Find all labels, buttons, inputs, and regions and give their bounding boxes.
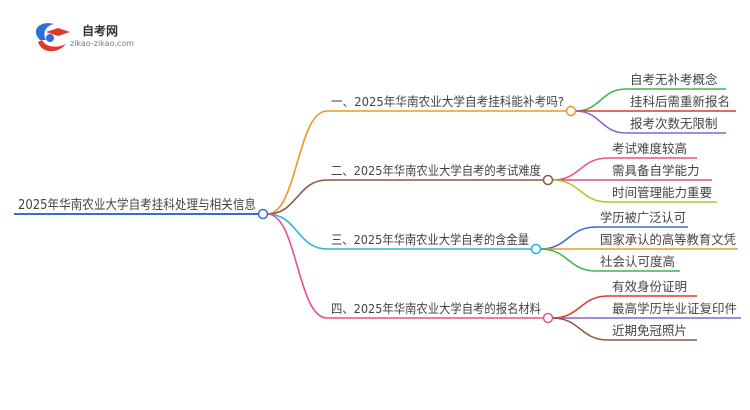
site-logo[interactable]: 自考网 zikao-zikao.com <box>35 23 134 52</box>
connector-branch-2-leaf-1 <box>552 157 609 181</box>
connector-root-branch-1 <box>267 110 328 215</box>
connector-branch-1-leaf-3 <box>575 110 627 134</box>
logo-cap <box>46 28 70 36</box>
connector-branch-3-leaf-1 <box>540 226 597 250</box>
leaf-node-3-2[interactable]: 国家承认的高等教育文凭 <box>596 232 738 250</box>
graduation-cap-icon <box>35 23 70 52</box>
branch-toggle-3[interactable] <box>530 243 542 255</box>
root-collapse-toggle[interactable] <box>257 208 269 220</box>
branch-label-4: 四、2025年华南农业大学自考的报名材料 <box>331 301 541 316</box>
leaf-label-4-2: 最高学历毕业证复印件 <box>612 301 737 316</box>
leaf-label-2-1: 考试难度较高 <box>612 141 687 156</box>
branch-toggle-4[interactable] <box>542 312 554 324</box>
branch-node-1[interactable]: 一、2025年华南农业大学自考挂科能补考吗? <box>327 94 577 117</box>
branch-node-2[interactable]: 二、2025年华南农业大学自考的考试难度 <box>327 163 554 186</box>
leaf-label-3-2: 国家承认的高等教育文凭 <box>600 232 736 247</box>
leaf-node-1-3[interactable]: 报考次数无限制 <box>626 116 726 134</box>
leaf-label-4-3: 近期免冠照片 <box>612 323 687 338</box>
leaf-node-2-3[interactable]: 时间管理能力重要 <box>608 185 717 203</box>
leaf-label-2-3: 时间管理能力重要 <box>612 185 712 200</box>
leaf-node-2-2[interactable]: 需具备自学能力 <box>608 163 712 181</box>
root-node[interactable]: 2025年华南农业大学自考挂科处理与相关信息 <box>14 197 269 220</box>
logo-dot <box>46 34 54 42</box>
leaf-node-3-1[interactable]: 学历被广泛认可 <box>596 210 688 228</box>
logo-swoosh-blue <box>35 23 54 40</box>
connector-branch-4-leaf-3 <box>552 317 609 341</box>
leaf-label-1-3: 报考次数无限制 <box>630 116 718 131</box>
leaf-node-1-2[interactable]: 挂科后需重新报名 <box>626 94 736 112</box>
branch-label-3: 三、2025年华南农业大学自考的含金量 <box>331 232 529 247</box>
leaf-node-4-1[interactable]: 有效身份证明 <box>608 279 697 297</box>
connector-branch-4-leaf-1 <box>552 295 609 319</box>
branch-node-4[interactable]: 四、2025年华南农业大学自考的报名材料 <box>327 301 554 324</box>
connector-layer <box>267 88 627 341</box>
connector-root-branch-2 <box>267 179 328 215</box>
logo-swoosh-red <box>38 40 66 52</box>
leaf-label-1-2: 挂科后需重新报名 <box>630 94 730 109</box>
connector-branch-1-leaf-1 <box>575 88 627 112</box>
connector-root-branch-4 <box>267 213 328 319</box>
branch-toggle-1[interactable] <box>565 105 577 117</box>
leaf-label-3-1: 学历被广泛认可 <box>600 210 686 225</box>
leaf-label-4-1: 有效身份证明 <box>612 279 687 294</box>
branch-label-2: 二、2025年华南农业大学自考的考试难度 <box>331 163 541 178</box>
leaf-label-2-2: 需具备自学能力 <box>612 163 700 178</box>
connector-branch-3-leaf-3 <box>540 248 597 272</box>
leaf-node-4-3[interactable]: 近期免冠照片 <box>608 323 697 341</box>
leaf-label-1-1: 自考无补考概念 <box>630 72 718 87</box>
connector-branch-2-leaf-3 <box>552 179 609 203</box>
connector-root-branch-3 <box>267 213 328 250</box>
branch-label-1: 一、2025年华南农业大学自考挂科能补考吗? <box>331 94 564 109</box>
leaf-node-4-2[interactable]: 最高学历毕业证复印件 <box>608 301 741 319</box>
root-label: 2025年华南农业大学自考挂科处理与相关信息 <box>18 197 256 213</box>
branch-node-3[interactable]: 三、2025年华南农业大学自考的含金量 <box>327 232 542 255</box>
leaf-label-3-3: 社会认可度高 <box>600 254 675 269</box>
logo-title: 自考网 <box>82 23 118 38</box>
leaf-node-3-3[interactable]: 社会认可度高 <box>596 254 680 272</box>
logo-url: zikao-zikao.com <box>70 39 134 48</box>
leaf-node-1-1[interactable]: 自考无补考概念 <box>626 72 726 90</box>
branch-toggle-2[interactable] <box>542 174 554 186</box>
leaf-node-2-1[interactable]: 考试难度较高 <box>608 141 697 159</box>
